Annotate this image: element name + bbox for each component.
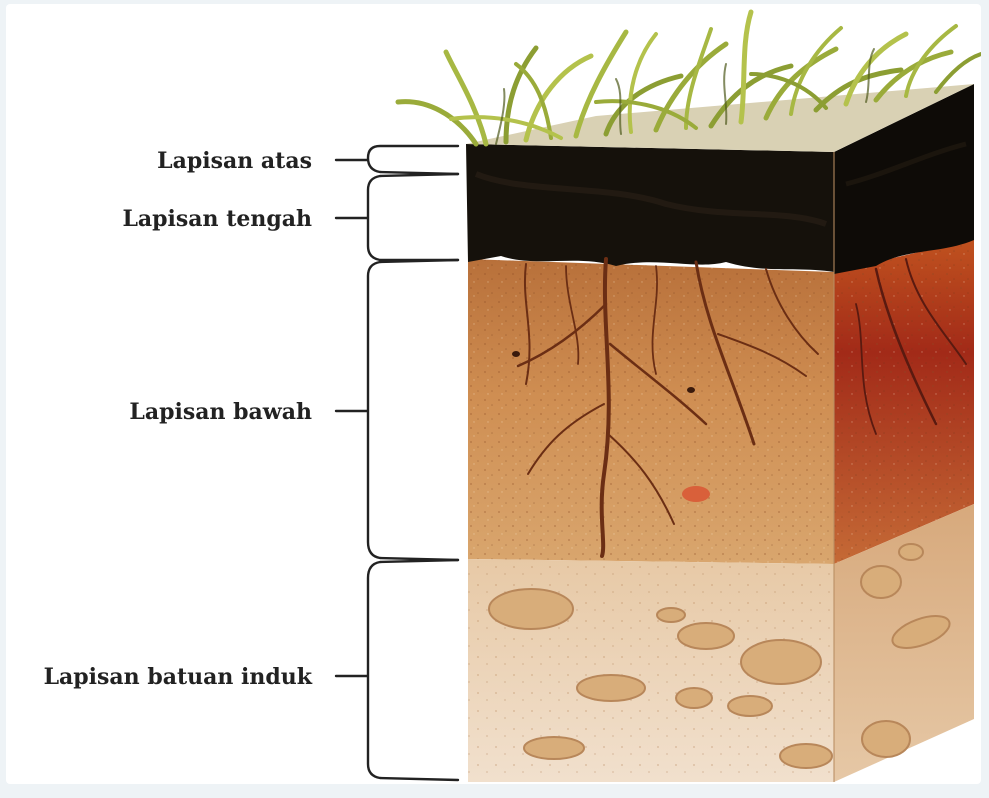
soil-block xyxy=(395,9,981,782)
bracket-lapisan-batuan-induk xyxy=(334,558,460,782)
label-lapisan-tengah: Lapisan tengah xyxy=(122,206,312,232)
soil-profile-diagram: Lapisan atas Lapisan tengah Lapisan bawa… xyxy=(44,9,981,782)
stones xyxy=(488,543,951,769)
layer-labels: Lapisan atas Lapisan tengah Lapisan bawa… xyxy=(44,148,313,690)
layer-brackets xyxy=(334,144,460,782)
grass xyxy=(395,9,981,147)
bracket-lapisan-tengah xyxy=(334,172,460,262)
diagram-canvas: Lapisan atas Lapisan tengah Lapisan bawa… xyxy=(6,4,981,784)
label-lapisan-batuan-induk: Lapisan batuan induk xyxy=(44,664,313,690)
bracket-lapisan-atas xyxy=(334,144,460,176)
topsoil-side-face xyxy=(834,84,974,274)
roots xyxy=(516,257,967,558)
label-lapisan-bawah: Lapisan bawah xyxy=(129,399,312,425)
label-lapisan-atas: Lapisan atas xyxy=(157,148,312,174)
topsoil-front-face xyxy=(466,144,834,272)
bracket-lapisan-bawah xyxy=(334,258,460,562)
